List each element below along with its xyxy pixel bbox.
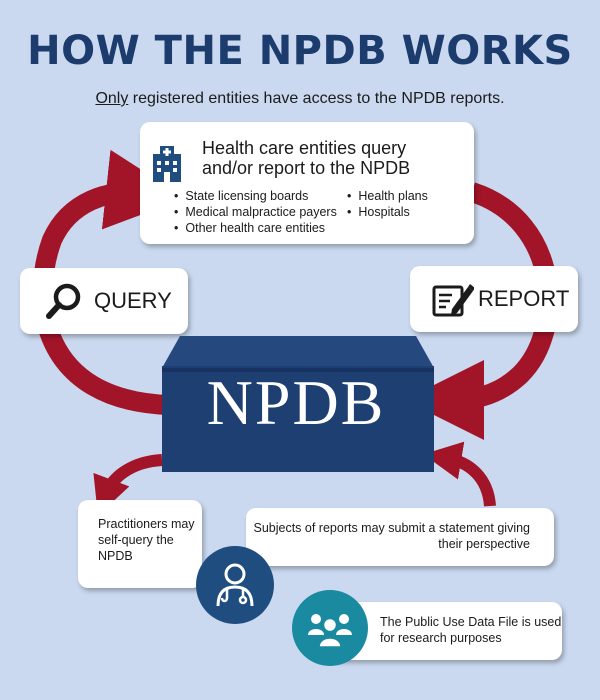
list-item: Other health care entities <box>174 220 337 236</box>
report-card: REPORT <box>410 266 578 332</box>
report-edit-icon <box>432 279 475 324</box>
entities-card: Health care entities query and/or report… <box>140 122 474 244</box>
report-label: REPORT <box>478 286 570 311</box>
page-subtitle: Only registered entities have access to … <box>0 90 600 108</box>
page-title: HOW THE NPDB WORKS <box>27 28 573 74</box>
query-label: QUERY <box>94 288 172 313</box>
people-group-icon <box>292 590 368 666</box>
self-query-arrow <box>93 454 163 516</box>
report-loop-arrow <box>404 182 559 440</box>
subjects-card: Subjects of reports may submit a stateme… <box>246 508 554 566</box>
entities-heading: Health care entities query and/or report… <box>202 138 411 178</box>
subjects-text: Subjects of reports may submit a stateme… <box>253 521 530 551</box>
statement-arrow <box>423 441 496 507</box>
query-card: QUERY <box>20 268 188 334</box>
list-item: Hospitals <box>347 204 428 220</box>
list-item: Health plans <box>347 188 428 204</box>
query-loop-arrow <box>32 149 186 415</box>
npdb-database-box <box>162 336 434 472</box>
list-item: Medical malpractice payers <box>174 204 336 220</box>
self-query-card: Practitioners may self-query the NPDB <box>78 500 202 588</box>
entities-list-left: State licensing boards Medical malpracti… <box>174 188 337 236</box>
subtitle-emphasis: Only <box>95 90 129 107</box>
npdb-label: NPDB <box>206 367 386 438</box>
self-query-text: Practitioners may self-query the NPDB <box>98 517 195 563</box>
list-item: State licensing boards <box>174 188 337 204</box>
doctor-icon <box>196 546 274 624</box>
entities-list-right: Health plans Hospitals <box>347 188 428 220</box>
public-use-card: The Public Use Data File is used for res… <box>330 602 562 660</box>
hospital-icon <box>150 144 184 189</box>
magnifier-icon <box>46 282 84 325</box>
public-use-text: The Public Use Data File is used for res… <box>380 615 562 645</box>
subtitle-text: registered entities have access to the N… <box>128 90 505 107</box>
